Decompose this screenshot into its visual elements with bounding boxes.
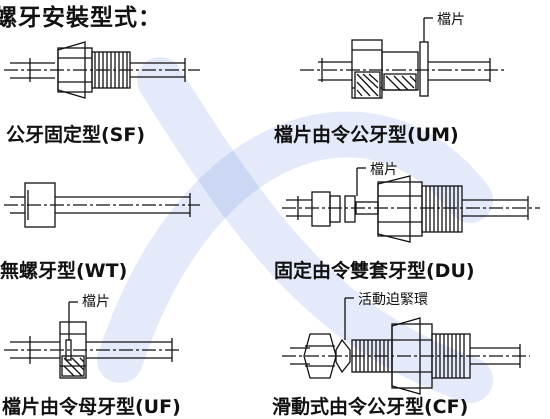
caption-uf: 檔片由令母牙型(UF) [2,396,181,418]
caption-sf: 公牙固定型(SF) [6,124,146,146]
caption-du: 固定由令雙套牙型(DU) [274,260,475,282]
caption-wt: 無螺牙型(WT) [0,260,128,282]
callout-du-washer: 檔片 [370,162,398,178]
page-title: 螺牙安裝型式： [0,5,162,31]
callout-cf-ring: 活動迫緊環 [358,292,428,308]
caption-um: 檔片由令公牙型(UM) [274,124,459,146]
diagram-uf [4,301,180,379]
callout-uf-washer: 檔片 [82,294,110,310]
diagram-sf [4,41,200,99]
diagram-cf [282,297,530,395]
diagram-um [300,17,505,99]
diagram-du [282,167,540,243]
diagram-wt [4,182,200,228]
caption-cf: 滑動式由令公牙型(CF) [272,396,469,418]
callout-um-washer: 檔片 [437,12,465,28]
